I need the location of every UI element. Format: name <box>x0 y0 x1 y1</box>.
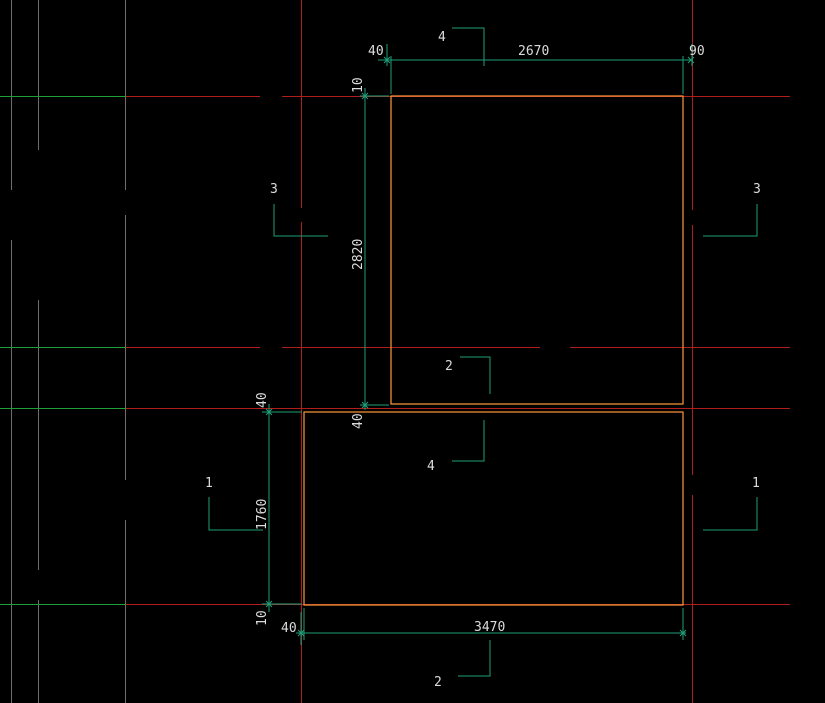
dim-top-right-offset: 90 <box>689 44 705 59</box>
tag-leader-upper-right <box>703 204 758 237</box>
dim-lower-top-offset: 40 <box>255 392 270 408</box>
dim-upper-bottom-offset: 40 <box>351 413 366 429</box>
dim-lower-bottom-offset: 10 <box>255 610 270 626</box>
tag-leader-top <box>452 27 485 66</box>
dimension-tick <box>297 629 305 637</box>
dim-upper-height: 2820 <box>351 239 366 270</box>
green-grid-lines <box>0 96 126 605</box>
dim-bottom-width: 3470 <box>474 620 505 635</box>
dimension-tick <box>361 401 369 409</box>
dimension-tick <box>361 92 369 100</box>
tag-leader-upper-inner <box>460 356 491 394</box>
dimension-tick <box>383 56 391 64</box>
dimension-lines <box>208 27 758 677</box>
red-grid-lines <box>126 96 790 605</box>
tag-top-center[interactable]: 4 <box>438 30 446 45</box>
tag-upper-right[interactable]: 3 <box>753 182 761 197</box>
tag-leader-lower-left <box>208 497 263 531</box>
dim-upper-top-offset: 10 <box>351 77 366 93</box>
dim-top-left-offset: 40 <box>368 44 384 59</box>
lower-panel[interactable] <box>303 411 684 606</box>
red-vertical-grid-lines <box>301 0 693 703</box>
dimension-labels: 40 2670 90 10 2820 40 40 1760 10 40 3470 <box>255 44 705 636</box>
tag-bottom-center[interactable]: 2 <box>434 675 442 690</box>
dimension-tick <box>265 408 273 416</box>
dimension-tick <box>687 56 695 64</box>
tag-leader-upper-left <box>273 204 328 237</box>
tag-leader-lower-right <box>703 497 758 531</box>
tag-lower-right[interactable]: 1 <box>752 476 760 491</box>
dim-lower-height: 1760 <box>255 499 270 530</box>
tag-lower-inner[interactable]: 4 <box>427 459 435 474</box>
upper-panel[interactable] <box>390 95 684 405</box>
tag-leader-bottom <box>458 640 491 677</box>
panel-outlines <box>303 95 684 606</box>
dimension-tick <box>265 600 273 608</box>
tag-upper-left[interactable]: 3 <box>270 182 278 197</box>
tag-leader-lower-inner <box>452 420 485 462</box>
tag-labels: 4 3 3 2 4 1 1 2 <box>205 30 761 690</box>
dim-bottom-left-offset: 40 <box>281 621 297 636</box>
dim-top-width: 2670 <box>518 44 549 59</box>
tag-lower-left[interactable]: 1 <box>205 476 213 491</box>
tag-upper-inner[interactable]: 2 <box>445 359 453 374</box>
gray-grid-lines <box>11 0 126 703</box>
dimension-tick <box>679 629 687 637</box>
